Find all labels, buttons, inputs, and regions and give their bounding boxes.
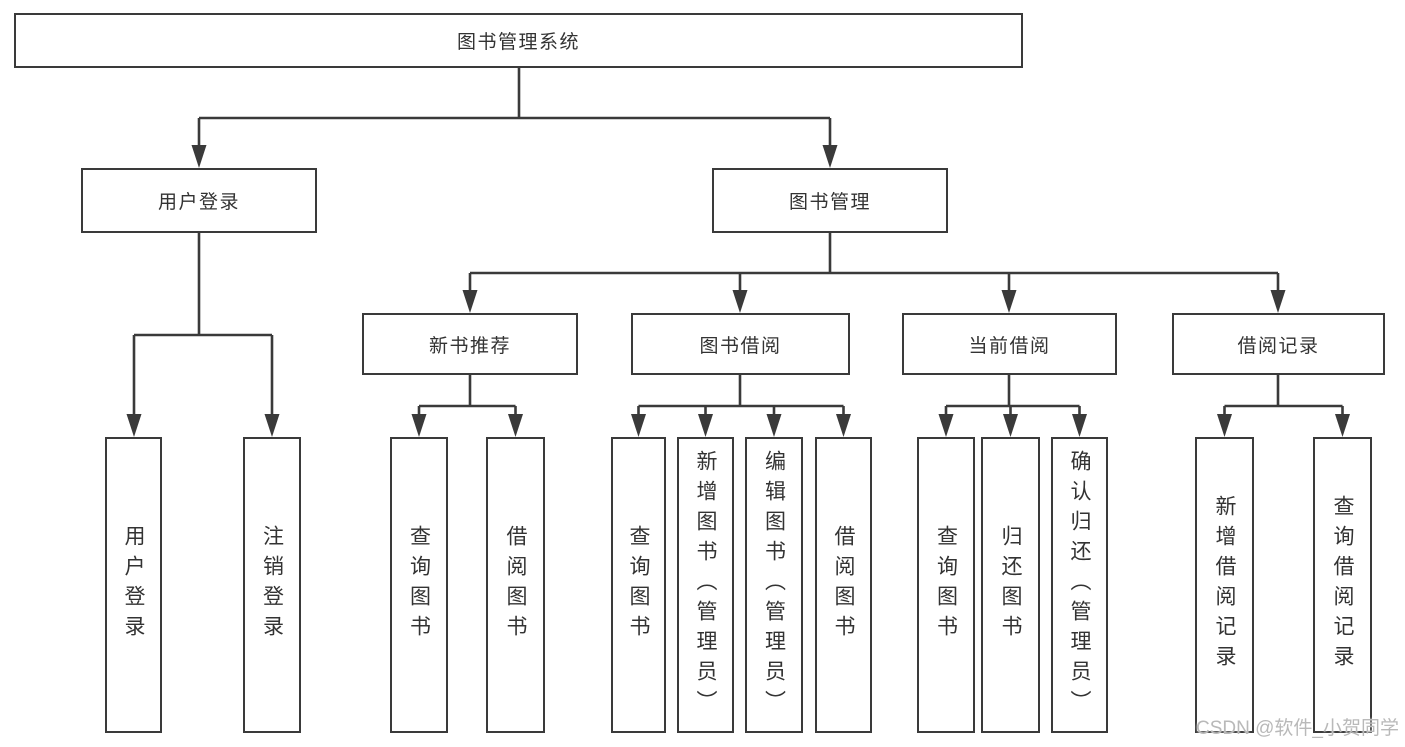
arrowhead-down-icon <box>1335 414 1350 437</box>
arrowhead-down-icon <box>698 414 713 437</box>
arrowhead-down-icon <box>1072 414 1087 437</box>
leaf-user-login: 用户登录 <box>105 437 162 733</box>
leaf-add-book-admin: 新增图书（管理员） <box>677 437 734 733</box>
arrowhead-down-icon <box>732 290 748 313</box>
node-current-borrow-label: 当前借阅 <box>968 335 1051 357</box>
leaf-query-books-recommend: 查询图书 <box>390 437 448 733</box>
node-user-login-label: 用户登录 <box>157 192 240 213</box>
leaf-borrow-books-recommend: 借阅图书 <box>486 437 545 733</box>
arrowhead-down-icon <box>822 145 838 168</box>
arrowhead-down-icon <box>1270 290 1286 313</box>
connector-root-to-level2 <box>191 68 838 168</box>
leaf-logout: 注销登录 <box>243 437 301 733</box>
leaf-logout-label: 注销登录 <box>260 525 284 645</box>
node-book-management-label: 图书管理 <box>788 192 871 213</box>
connector-borrow-records-to-leaves <box>1217 375 1350 437</box>
node-user-login: 用户登录 <box>81 168 317 233</box>
connector-line <box>637 375 845 419</box>
connector-line <box>417 375 517 419</box>
node-root: 图书管理系统 <box>14 13 1023 68</box>
leaf-user-login-label: 用户登录 <box>122 525 145 645</box>
node-book-management: 图书管理 <box>712 168 948 233</box>
node-book-borrow: 图书借阅 <box>631 313 850 375</box>
leaf-query-books-recommend-label: 查询图书 <box>407 525 431 645</box>
node-borrow-records: 借阅记录 <box>1172 313 1385 375</box>
node-new-book-recommend-label: 新书推荐 <box>428 335 511 357</box>
connector-current-borrow-to-leaves <box>938 375 1087 437</box>
leaf-query-books-borrow-label: 查询图书 <box>627 525 650 645</box>
connector-line <box>944 375 1081 419</box>
arrowhead-down-icon <box>836 414 851 437</box>
arrowhead-down-icon <box>191 145 207 168</box>
arrowhead-down-icon <box>1003 414 1018 437</box>
connector-user-login-to-leaves <box>126 233 280 437</box>
leaf-confirm-return-admin: 确认归还（管理员） <box>1051 437 1108 733</box>
arrowhead-down-icon <box>631 414 646 437</box>
connector-book-borrow-to-leaves <box>631 375 851 437</box>
arrowhead-down-icon <box>264 414 280 437</box>
arrowhead-down-icon <box>462 290 478 313</box>
leaf-borrow-books-borrow-label: 借阅图书 <box>832 525 855 645</box>
arrowhead-down-icon <box>508 414 523 437</box>
leaf-edit-book-admin-label: 编辑图书（管理员） <box>762 450 786 720</box>
leaf-add-book-admin-label: 新增图书（管理员） <box>694 450 717 720</box>
node-root-label: 图书管理系统 <box>456 32 580 53</box>
leaf-borrow-books-recommend-label: 借阅图书 <box>504 525 527 645</box>
leaf-return-book: 归还图书 <box>981 437 1040 733</box>
leaf-query-books-borrow: 查询图书 <box>611 437 666 733</box>
node-book-borrow-label: 图书借阅 <box>699 335 782 357</box>
arrowhead-down-icon <box>766 414 782 437</box>
watermark: CSDN @软件_小贺同学 <box>1196 718 1399 739</box>
leaf-return-book-label: 归还图书 <box>999 525 1022 645</box>
connector-line <box>1223 375 1344 419</box>
leaf-add-borrow-record: 新增借阅记录 <box>1195 437 1254 733</box>
connector-line <box>468 233 1280 295</box>
arrowhead-down-icon <box>411 414 427 437</box>
leaf-query-books-current-label: 查询图书 <box>934 525 958 645</box>
leaf-query-borrow-record: 查询借阅记录 <box>1313 437 1372 733</box>
arrowhead-down-icon <box>1001 290 1017 313</box>
leaf-add-borrow-record-label: 新增借阅记录 <box>1213 495 1236 675</box>
node-borrow-records-label: 借阅记录 <box>1237 335 1320 357</box>
leaf-confirm-return-admin-label: 确认归还（管理员） <box>1068 450 1091 720</box>
connector-line <box>132 233 274 419</box>
connector-line <box>197 68 832 150</box>
leaf-query-books-current: 查询图书 <box>917 437 975 733</box>
arrowhead-down-icon <box>938 414 954 437</box>
leaf-query-borrow-record-label: 查询借阅记录 <box>1331 495 1354 675</box>
arrowhead-down-icon <box>126 414 142 437</box>
node-new-book-recommend: 新书推荐 <box>362 313 578 375</box>
leaf-borrow-books-borrow: 借阅图书 <box>815 437 872 733</box>
connector-new-book-recommend-to-leaves <box>411 375 523 437</box>
leaf-edit-book-admin: 编辑图书（管理员） <box>745 437 803 733</box>
node-current-borrow: 当前借阅 <box>902 313 1117 375</box>
connector-book-management-to-level3 <box>462 233 1286 313</box>
arrowhead-down-icon <box>1217 414 1232 437</box>
